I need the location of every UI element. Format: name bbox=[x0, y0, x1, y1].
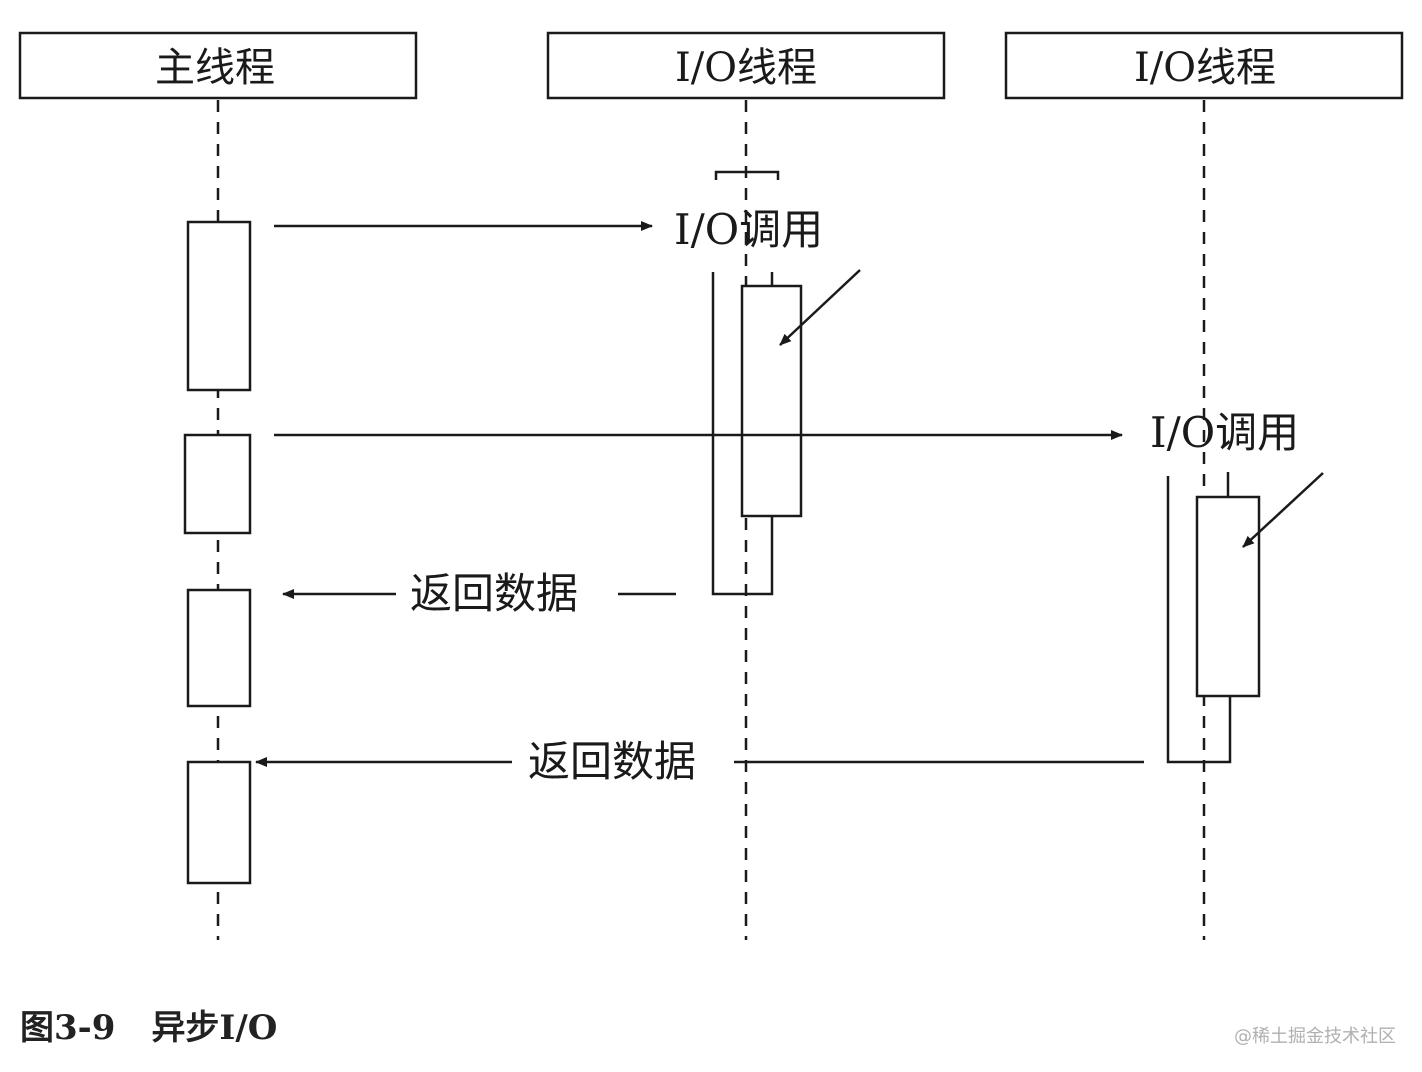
io1-start-bracket bbox=[714, 170, 780, 180]
figure-title: 异步I/O bbox=[151, 1008, 278, 1048]
io1-processing-outline bbox=[711, 272, 774, 596]
arrow-io2-internal bbox=[1242, 472, 1324, 548]
lane-label-io2: I/O线程 bbox=[1134, 45, 1276, 91]
activation-main-4 bbox=[186, 760, 252, 885]
label-return2: 返回数据 bbox=[528, 737, 696, 786]
arrow-io1-internal bbox=[779, 269, 861, 346]
label-return1: 返回数据 bbox=[410, 569, 578, 618]
figure-caption: 图3-9 异步I/O bbox=[20, 1000, 277, 1049]
label-call1: I/O调用 bbox=[674, 205, 823, 254]
activation-main-3 bbox=[186, 588, 252, 708]
figure-number: 图3-9 bbox=[20, 1008, 116, 1048]
lane-label-main: 主线程 bbox=[155, 45, 275, 91]
lane-header-io1 bbox=[546, 31, 946, 100]
lane-label-io1: I/O线程 bbox=[675, 45, 817, 91]
lane-header-main bbox=[18, 31, 418, 100]
watermark: @稀土掘金技术社区 bbox=[1234, 1026, 1396, 1047]
label-call2: I/O调用 bbox=[1150, 408, 1299, 457]
lane-header-io2 bbox=[1004, 31, 1404, 100]
activation-main-2 bbox=[183, 433, 252, 535]
io1-activation bbox=[740, 284, 803, 518]
activation-main-1 bbox=[186, 220, 252, 392]
io2-processing-outline bbox=[1166, 476, 1232, 764]
io2-activation bbox=[1195, 495, 1261, 698]
